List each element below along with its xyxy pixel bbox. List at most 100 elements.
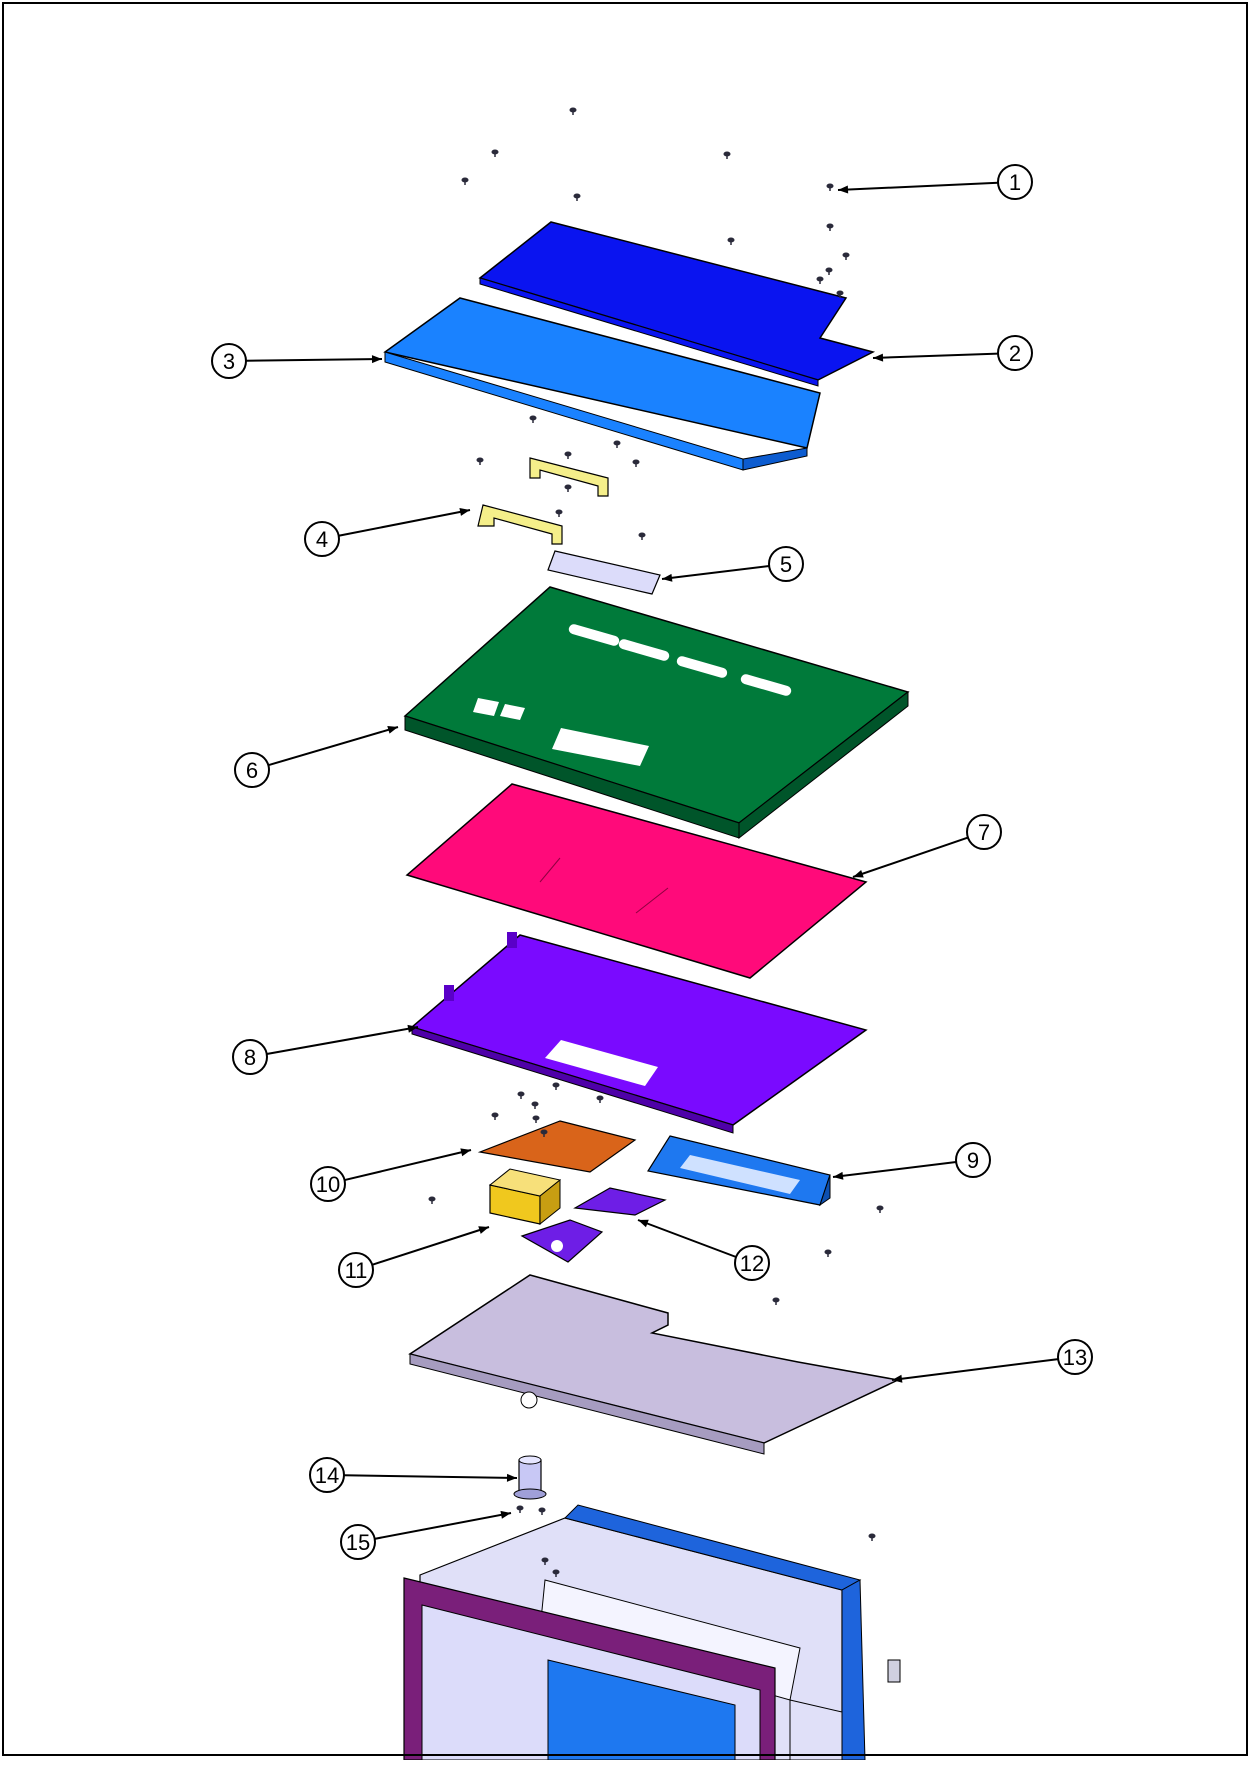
callout-balloon-2: 2	[997, 335, 1033, 371]
screw-icon	[632, 459, 640, 467]
screw-icon	[552, 1569, 560, 1577]
callout-number: 5	[780, 552, 792, 577]
leader-arrowhead-9	[833, 1171, 844, 1180]
leader-line-13	[891, 1358, 1059, 1381]
leader-arrowhead-7	[853, 869, 864, 878]
screw-icon	[723, 151, 731, 159]
screw-icon	[876, 1205, 884, 1213]
screw-icon	[532, 1115, 540, 1123]
callout-number: 4	[316, 527, 328, 552]
screw-icon	[516, 1505, 524, 1513]
leader-arrowhead-15	[500, 1510, 511, 1519]
screw-icon	[613, 440, 621, 448]
screw-icon	[461, 177, 469, 185]
callout-number: 11	[345, 1258, 368, 1283]
screw-icon	[491, 149, 499, 157]
screw-icon	[491, 1112, 499, 1120]
leader-arrowhead-3	[371, 355, 382, 364]
screw-icon	[638, 532, 646, 540]
leader-arrowhead-14	[506, 1473, 517, 1482]
callout-number: 9	[967, 1148, 979, 1173]
callout-balloon-4: 4	[304, 521, 340, 557]
leader-arrowhead-8	[407, 1024, 418, 1033]
part-8-base-plate	[410, 932, 868, 1134]
screw-icon	[842, 252, 850, 260]
callout-number: 1	[1009, 170, 1021, 195]
leader-line-4	[338, 509, 471, 537]
screw-icon	[569, 107, 577, 115]
screw-icon	[564, 451, 572, 459]
screw-icon	[824, 1249, 832, 1257]
part-2-top-cover	[478, 221, 876, 387]
screws-hardware	[428, 107, 884, 1577]
screw-icon	[816, 276, 824, 284]
screw-icon	[573, 193, 581, 201]
leader-line-3	[245, 358, 383, 362]
leader-line-11	[371, 1226, 490, 1266]
callout-balloon-5: 5	[768, 546, 804, 582]
callout-balloon-15: 15	[340, 1524, 376, 1560]
callout-number: 3	[223, 349, 235, 374]
part-13-chassis-base	[408, 1274, 901, 1455]
screw-icon	[772, 1297, 780, 1305]
callout-number: 12	[740, 1251, 764, 1276]
callout-balloon-7: 7	[966, 814, 1002, 850]
cabinet-housing	[403, 1504, 901, 1761]
callout-number: 8	[244, 1045, 256, 1070]
part-10-pcb-board	[477, 1120, 637, 1173]
callout-number: 14	[315, 1463, 339, 1488]
leader-line-10	[344, 1149, 472, 1182]
leader-arrowhead-6	[387, 725, 398, 734]
callout-balloon-10: 10	[310, 1166, 346, 1202]
screw-icon	[531, 1101, 539, 1109]
screw-icon	[552, 1082, 560, 1090]
screw-icon	[868, 1533, 876, 1541]
screw-icon	[826, 183, 834, 191]
leader-arrowhead-11	[478, 1226, 489, 1234]
callout-balloon-6: 6	[234, 752, 270, 788]
leader-arrowhead-5	[662, 573, 673, 582]
screw-icon	[826, 223, 834, 231]
part-5-plate	[547, 550, 661, 595]
callout-number: 10	[316, 1172, 340, 1197]
part-11-yellow-box	[488, 1168, 562, 1226]
leader-line-5	[661, 565, 770, 580]
screw-icon	[540, 1129, 548, 1137]
leader-arrowhead-2	[873, 353, 884, 362]
leader-line-12	[637, 1219, 737, 1258]
screw-icon	[564, 484, 572, 492]
part-3-cover-panel	[383, 297, 821, 471]
screw-icon	[529, 415, 537, 423]
part-6-main-plate	[403, 586, 910, 840]
callout-balloon-8: 8	[232, 1039, 268, 1075]
callout-balloon-13: 13	[1057, 1339, 1093, 1375]
leader-arrowhead-12	[638, 1219, 649, 1228]
screw-icon	[476, 457, 484, 465]
leader-line-2	[872, 352, 999, 359]
leader-arrowhead-13	[892, 1374, 903, 1383]
leader-arrowhead-4	[459, 507, 470, 516]
callout-balloon-12: 12	[734, 1245, 770, 1281]
screw-icon	[428, 1196, 436, 1204]
leader-line-9	[832, 1161, 957, 1178]
callout-number: 2	[1009, 341, 1021, 366]
callout-balloon-14: 14	[309, 1457, 345, 1493]
leader-line-15	[374, 1512, 512, 1540]
leader-arrowhead-1	[838, 185, 849, 194]
screw-icon	[555, 509, 563, 517]
callout-number: 6	[246, 758, 258, 783]
callout-leaders	[245, 181, 1059, 1540]
screw-icon	[825, 267, 833, 275]
leader-line-8	[266, 1026, 419, 1055]
callout-balloon-3: 3	[211, 343, 247, 379]
screw-icon	[596, 1095, 604, 1103]
leader-arrowhead-10	[460, 1148, 471, 1157]
part-9-tray-frame	[647, 1135, 831, 1207]
part-7-insulation-sheet	[405, 783, 868, 979]
leader-line-7	[852, 836, 969, 878]
callout-number: 7	[978, 820, 990, 845]
part-4-brackets	[477, 457, 609, 545]
